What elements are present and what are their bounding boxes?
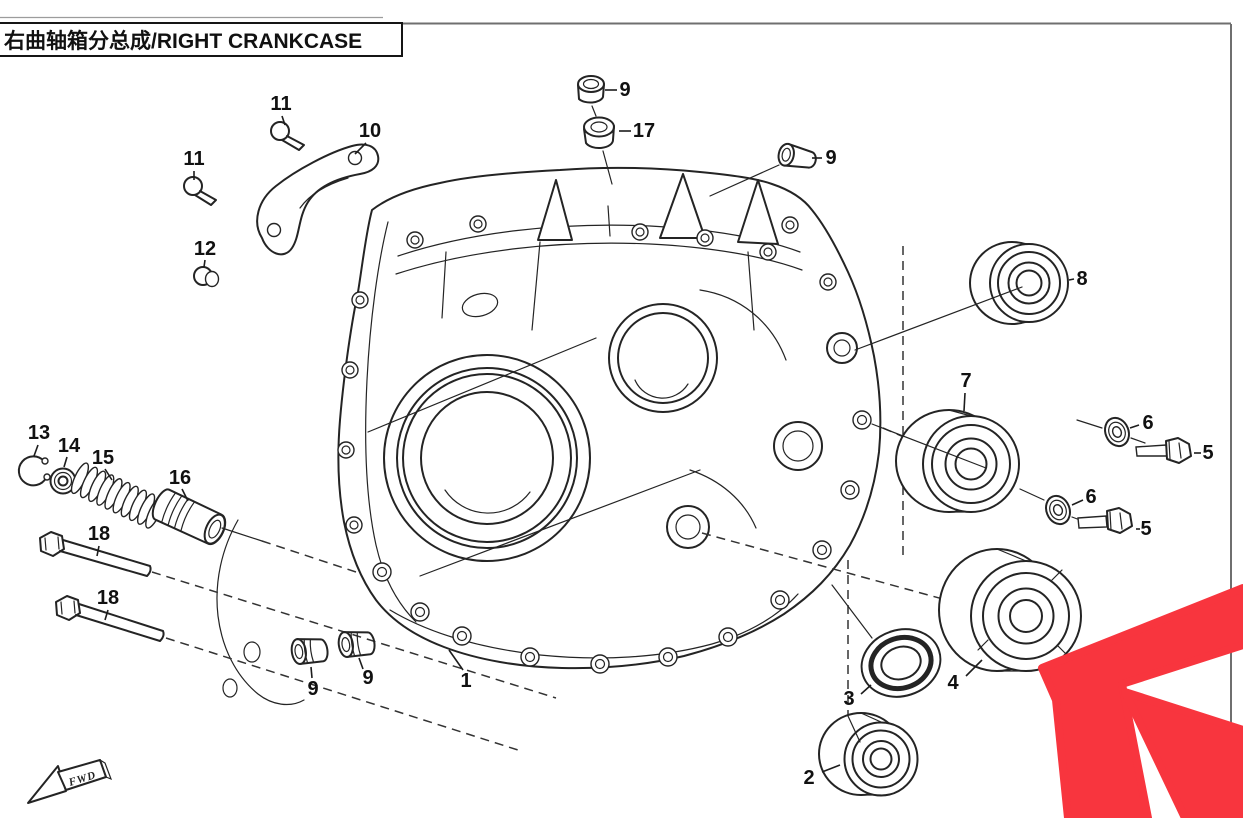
callout-16-leader (181, 488, 189, 502)
fwd-arrow: FWD (27, 759, 113, 804)
callout-13-leader (33, 444, 39, 457)
callout-10-label: 10 (359, 120, 381, 142)
bearing-7 (895, 409, 1020, 513)
bearing-2 (818, 712, 919, 797)
dowel-pin-bottom-left (290, 638, 329, 665)
callout-7-leader (963, 392, 966, 412)
washer-14 (49, 467, 77, 495)
callout-6-label: 6 (1085, 486, 1096, 508)
callout-10-leader (354, 142, 367, 155)
callout-2-label: 2 (803, 767, 814, 789)
callout-6-leader (1071, 499, 1084, 506)
callout-14-label: 14 (58, 435, 81, 457)
callout-6-label: 6 (1142, 412, 1153, 434)
callout-6-leader (1129, 424, 1140, 429)
callout-9-label: 9 (362, 667, 373, 689)
oil-seal-3 (860, 628, 942, 698)
callout-13-label: 13 (28, 422, 50, 444)
callout-12-leader (203, 259, 206, 268)
callout-18-label: 18 (88, 523, 110, 545)
callout-11-label: 11 (270, 93, 291, 115)
callout-18-label: 18 (97, 587, 119, 609)
bracket-plate-10 (256, 143, 380, 256)
roller-16 (151, 488, 227, 546)
callout-1-label: 1 (460, 670, 471, 692)
dowel-pin-top-right (777, 142, 817, 169)
page-title: 右曲轴箱分总成/RIGHT CRANKCASE (4, 29, 363, 53)
callout-9-leader (310, 666, 313, 679)
washer-6-lower (1045, 494, 1071, 526)
callout-11-label: 11 (183, 148, 204, 170)
bearing-4 (938, 548, 1082, 672)
callout-4-leader (965, 659, 983, 677)
callout-1-leader (448, 649, 464, 671)
flange-bolt-5-upper (1135, 437, 1192, 464)
dowel-pin-top (577, 75, 605, 117)
stud-bolt-18-lower (55, 595, 165, 642)
callout-3-leader (860, 684, 872, 695)
stud-bolt-18-upper (39, 531, 152, 577)
red-arrow-head (1038, 584, 1243, 818)
callout-9-label: 9 (307, 678, 318, 700)
bearing-8 (969, 241, 1069, 325)
callout-14-leader (63, 456, 68, 468)
bushing-17 (583, 116, 615, 185)
callout-17-label: 17 (633, 120, 655, 142)
callout-16-label: 16 (169, 467, 191, 489)
callout-5-label: 5 (1140, 518, 1151, 540)
bolt-11-upper (270, 121, 305, 151)
dowel-pin-bottom-right (337, 631, 376, 658)
bolt-holes (337, 215, 872, 674)
washer-6-upper (1104, 416, 1130, 448)
callout-18-leader (96, 545, 100, 557)
callout-7-label: 7 (960, 370, 971, 392)
callout-9-leader (358, 657, 364, 670)
callout-3-label: 3 (843, 688, 854, 710)
callout-15-label: 15 (92, 447, 114, 469)
title-box: 右曲轴箱分总成/RIGHT CRANKCASE (0, 22, 403, 57)
callout-15-leader (104, 468, 113, 481)
red-arrow-shaft (1121, 688, 1243, 818)
spring-15 (70, 462, 164, 529)
plug-12 (193, 266, 220, 288)
callout-18-leader (104, 609, 109, 621)
bolt-11-lower (183, 176, 217, 206)
callout-5-label: 5 (1202, 442, 1213, 464)
red-annotation-arrow (1038, 584, 1243, 818)
callout-12-label: 12 (194, 238, 216, 260)
callout-8-label: 8 (1076, 268, 1087, 290)
callout-9-label: 9 (619, 79, 630, 101)
callout-2-leader (821, 764, 841, 773)
callout-4-label: 4 (947, 672, 959, 694)
callout-9-label: 9 (825, 147, 836, 169)
callout-8-leader (1068, 278, 1075, 281)
circlip-13 (17, 455, 51, 487)
callout-11-leader (281, 115, 286, 126)
flange-bolt-5-lower (1077, 507, 1133, 534)
